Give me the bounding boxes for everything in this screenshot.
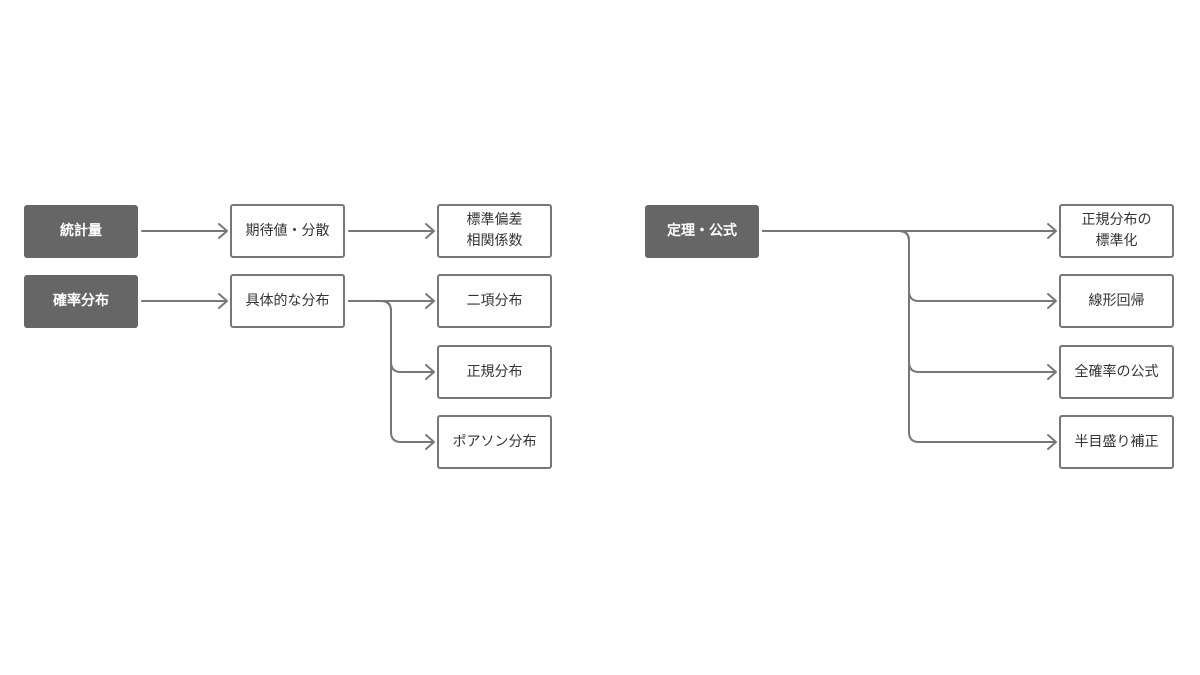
arrowhead-normal — [425, 364, 435, 380]
root-probability: 確率分布 — [24, 275, 138, 328]
arrowhead-specific — [218, 293, 228, 309]
node-normal-label: 正規分布 — [466, 363, 523, 380]
root-probability-label: 確率分布 — [53, 293, 109, 309]
node-linear-regression: 線形回帰 — [1059, 274, 1174, 328]
arrowhead-regression — [1047, 293, 1057, 309]
connector-specific-poisson — [348, 300, 434, 443]
node-std-corr-line-2: 相関係数 — [466, 233, 523, 249]
node-std-corr: 標準偏差 相関係数 — [437, 204, 552, 258]
node-standardization-line-1: 正規分布の — [1081, 212, 1152, 228]
node-binomial: 二項分布 — [437, 274, 552, 328]
node-continuity: 半目盛り補正 — [1059, 415, 1174, 469]
arrowhead-standardization — [1047, 223, 1057, 239]
node-standardization: 正規分布の 標準化 — [1059, 204, 1174, 258]
node-specific-dist-label: 具体的な分布 — [245, 292, 330, 309]
root-theorems: 定理・公式 — [645, 205, 759, 258]
node-poisson: ポアソン分布 — [437, 415, 552, 469]
root-theorems-label: 定理・公式 — [667, 223, 737, 239]
node-poisson-label: ポアソン分布 — [452, 433, 537, 450]
node-standardization-line-2: 標準化 — [1095, 233, 1138, 249]
connector-theorems-continuity — [762, 230, 1056, 443]
node-binomial-label: 二項分布 — [466, 292, 523, 309]
root-statistics-label: 統計量 — [60, 223, 102, 239]
node-expectation: 期待値・分散 — [230, 204, 345, 258]
node-specific-dist: 具体的な分布 — [230, 274, 345, 328]
arrowhead-expectation — [218, 223, 228, 239]
node-normal: 正規分布 — [437, 345, 552, 399]
arrowhead-poisson — [425, 434, 435, 450]
arrowhead-stdcorr — [425, 223, 435, 239]
node-total-probability-label: 全確率の公式 — [1074, 363, 1159, 380]
node-total-probability: 全確率の公式 — [1059, 345, 1174, 399]
arrowhead-continuity — [1047, 434, 1057, 450]
node-std-corr-line-1: 標準偏差 — [466, 212, 523, 228]
node-standardization-text: 正規分布の 標準化 — [1082, 210, 1152, 252]
node-std-corr-text: 標準偏差 相関係数 — [467, 210, 523, 252]
arrowhead-total-probability — [1047, 364, 1057, 380]
root-statistics: 統計量 — [24, 205, 138, 258]
node-linear-regression-label: 線形回帰 — [1088, 292, 1145, 309]
node-expectation-label: 期待値・分散 — [245, 222, 330, 239]
node-continuity-label: 半目盛り補正 — [1074, 433, 1159, 450]
arrowhead-binomial — [425, 293, 435, 309]
